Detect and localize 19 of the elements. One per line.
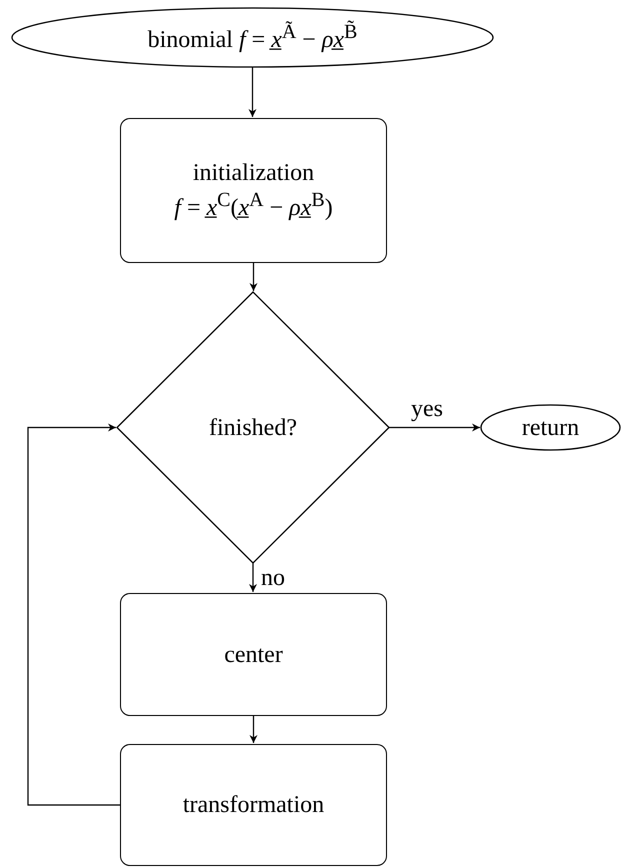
terminal-ellipse [12, 8, 493, 67]
process-box [120, 744, 387, 866]
arrow [249, 563, 257, 592]
process-box [120, 593, 387, 716]
formula: f = x̲$^{C}$(x̲$^{A}$ − ρx̲$^{B}$) [174, 188, 333, 223]
node-label: center [224, 640, 283, 670]
arrow [248, 67, 256, 117]
node-label: binomial f = x̲$^{Ã}$ − ρx̲$^{B̃}$ [148, 20, 358, 55]
arrow [389, 424, 480, 432]
arrow [27, 424, 120, 806]
decision-diamond [117, 292, 389, 563]
node-label: return [522, 414, 580, 442]
node-label: transformation [182, 791, 324, 820]
node-heading: initialization [192, 159, 314, 188]
arrow [250, 263, 258, 291]
process-box [120, 118, 387, 263]
terminal-ellipse [481, 405, 620, 450]
node-label: finished? [209, 414, 297, 442]
arrow [250, 716, 258, 743]
